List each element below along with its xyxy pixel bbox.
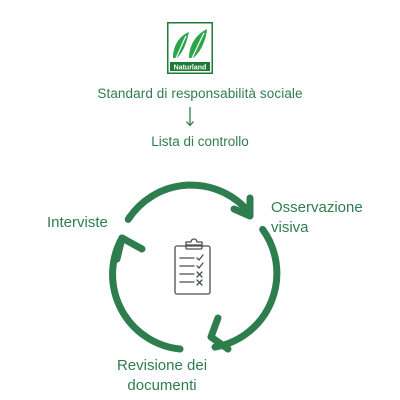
logo-wordmark: Naturland <box>174 65 207 72</box>
cycle-arrow-top <box>124 181 254 223</box>
cycle-arrowhead-top <box>230 194 254 220</box>
step-label-interviste: Interviste <box>47 214 108 231</box>
cycle-arrow-left <box>109 234 184 353</box>
naturland-leaf-icon: Naturland <box>167 22 213 74</box>
step-label-revisione: Revisione dei documenti <box>116 357 208 394</box>
down-arrow-icon <box>186 107 194 127</box>
cycle-arrowhead-right <box>207 314 232 353</box>
clipboard-checklist-icon <box>174 238 211 295</box>
cycle-arrowhead-left <box>113 234 146 263</box>
cycle-arrow-right <box>211 225 281 351</box>
standard-title: Standard di responsabilità sociale <box>97 86 303 101</box>
naturland-logo: Naturland <box>167 22 213 74</box>
checklist-subtitle: Lista di controllo <box>151 134 249 149</box>
step-label-osservazione: Osservazione visiva <box>271 199 363 236</box>
